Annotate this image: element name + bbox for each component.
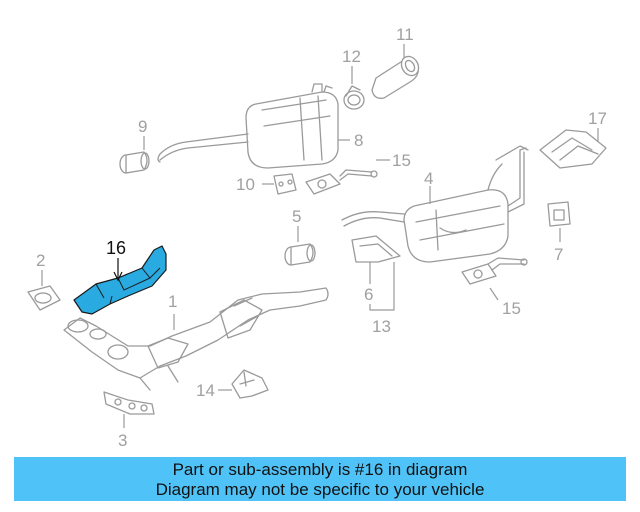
part-10-hanger xyxy=(262,173,297,195)
part-15-lower-bracket xyxy=(461,257,528,301)
part-15-upper-bracket xyxy=(305,159,390,195)
banner-line-disclaimer: Diagram may not be specific to your vehi… xyxy=(155,480,485,499)
callout-label: 8 xyxy=(354,131,363,150)
callout-label: 2 xyxy=(36,251,45,270)
part-6-bracket xyxy=(351,235,401,311)
part-11-tailpipe-tip xyxy=(371,44,420,99)
part-7-hanger xyxy=(547,201,571,242)
part-3-gasket xyxy=(103,391,155,428)
part-16-heat-shield-highlighted[interactable] xyxy=(73,245,167,315)
callout-label: 10 xyxy=(236,175,255,194)
callout-label-highlighted: 16 xyxy=(106,238,126,258)
part-4-center-muffler xyxy=(341,145,529,263)
part-8-rear-muffler xyxy=(157,83,350,169)
callout-label: 3 xyxy=(118,431,127,450)
callout-label: 7 xyxy=(554,245,563,264)
callout-label: 5 xyxy=(292,207,301,226)
callout-label: 12 xyxy=(342,47,361,66)
part-1-front-pipe xyxy=(63,287,329,391)
callout-label: 13 xyxy=(372,317,391,336)
callout-label: 1 xyxy=(168,292,177,311)
callout-label: 9 xyxy=(138,117,147,136)
callout-label: 15 xyxy=(502,299,521,318)
exhaust-parts-diagram: 1 2 3 4 5 6 7 8 9 10 11 12 13 14 15 15 1… xyxy=(27,25,607,450)
part-2-gasket xyxy=(27,270,61,311)
part-9-flange xyxy=(119,136,150,174)
callout-label: 15 xyxy=(392,151,411,170)
callout-label: 11 xyxy=(396,25,414,44)
part-5-clamp xyxy=(284,226,316,266)
banner-line-part-number: Part or sub-assembly is #16 in diagram xyxy=(172,460,468,479)
callout-label: 17 xyxy=(588,109,607,128)
part-17-heat-shield xyxy=(539,128,607,169)
info-banner: Part or sub-assembly is #16 in diagram D… xyxy=(14,457,626,501)
part-14-bracket xyxy=(218,369,269,399)
part-12-clamp xyxy=(343,66,365,110)
callout-label: 14 xyxy=(196,381,215,400)
callout-label: 4 xyxy=(424,169,433,188)
callout-label: 6 xyxy=(364,285,373,304)
